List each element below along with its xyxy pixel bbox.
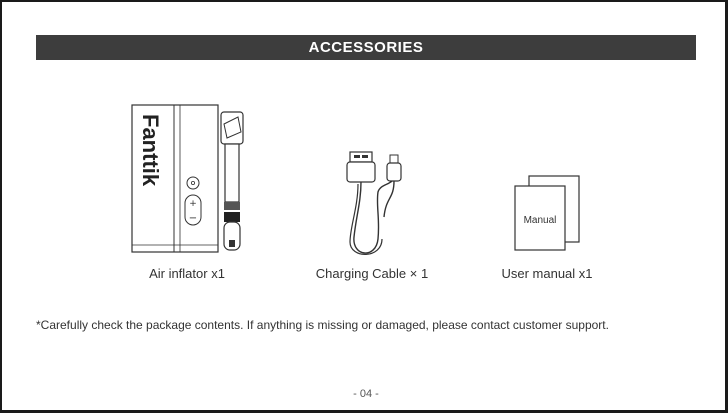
- section-header-bar: ACCESSORIES: [36, 35, 696, 60]
- charging-cable-icon: [332, 147, 422, 262]
- air-inflator-illustration: Fanttik + −: [128, 102, 258, 262]
- charging-cable-illustration: [332, 147, 422, 262]
- caption-air-inflator: Air inflator x1: [122, 266, 252, 281]
- section-title: ACCESSORIES: [309, 39, 424, 56]
- package-contents-note: *Carefully check the package contents. I…: [36, 318, 716, 332]
- caption-user-manual: User manual x1: [482, 266, 612, 281]
- user-manual-icon: Manual: [507, 172, 589, 252]
- svg-text:−: −: [189, 213, 197, 224]
- page-number: - 04 -: [2, 388, 728, 400]
- svg-text:+: +: [189, 199, 197, 209]
- device-brand-text: Fanttik: [138, 114, 163, 187]
- caption-charging-cable: Charging Cable × 1: [302, 266, 442, 281]
- manual-cover-label: Manual: [524, 215, 557, 226]
- air-inflator-icon: Fanttik + −: [128, 102, 258, 262]
- user-manual-illustration: Manual: [507, 172, 589, 252]
